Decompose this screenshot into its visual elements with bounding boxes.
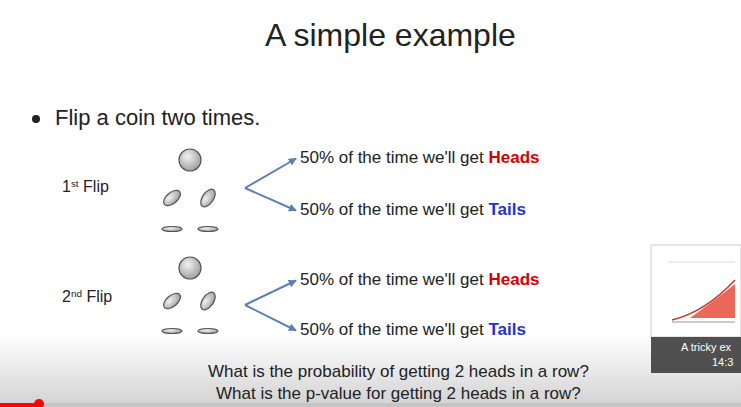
outcome-text: 50% of the time we'll get Heads xyxy=(300,270,540,290)
flip-label: 1st Flip xyxy=(62,177,109,196)
coin-flip-figure xyxy=(161,257,218,334)
video-title: A tricky ex xyxy=(681,341,731,354)
branch-arrow xyxy=(245,281,296,306)
outcome-text: 50% of the time we'll get Tails xyxy=(300,320,526,340)
outcome-text-box: 50% of the time we'll get Heads xyxy=(296,146,544,171)
flip-group: 1st Flip xyxy=(60,145,245,231)
question-text: What is the probability of getting 2 hea… xyxy=(208,362,589,382)
bullet-text: Flip a coin two times. xyxy=(55,105,260,131)
question-text: What is the p-value for getting 2 heads … xyxy=(216,384,581,404)
flip-label: 2nd Flip xyxy=(62,287,112,306)
progress-bar xyxy=(0,403,38,407)
progress-track xyxy=(0,403,741,407)
bullet-dot xyxy=(32,115,40,123)
progress-dot xyxy=(34,399,44,407)
outcome-text-box: 50% of the time we'll get Tails xyxy=(296,198,530,223)
video-duration: 14:3 xyxy=(712,356,733,369)
branch-arrow xyxy=(245,188,296,211)
coin-flip-figure xyxy=(161,149,218,232)
outcome-text-box: 50% of the time we'll get Heads xyxy=(296,268,544,293)
branch-arrow xyxy=(245,159,296,189)
branch-arrow xyxy=(245,305,296,331)
outcome-text-box: 50% of the time we'll get Tails xyxy=(296,318,530,343)
video-thumbnail xyxy=(651,245,741,373)
outcome-text: 50% of the time we'll get Tails xyxy=(300,200,526,220)
outcome-text: 50% of the time we'll get Heads xyxy=(300,148,540,168)
flip-group: 2nd Flip xyxy=(60,262,245,348)
player-shade xyxy=(0,335,741,407)
slide-title: A simple example xyxy=(265,16,516,54)
